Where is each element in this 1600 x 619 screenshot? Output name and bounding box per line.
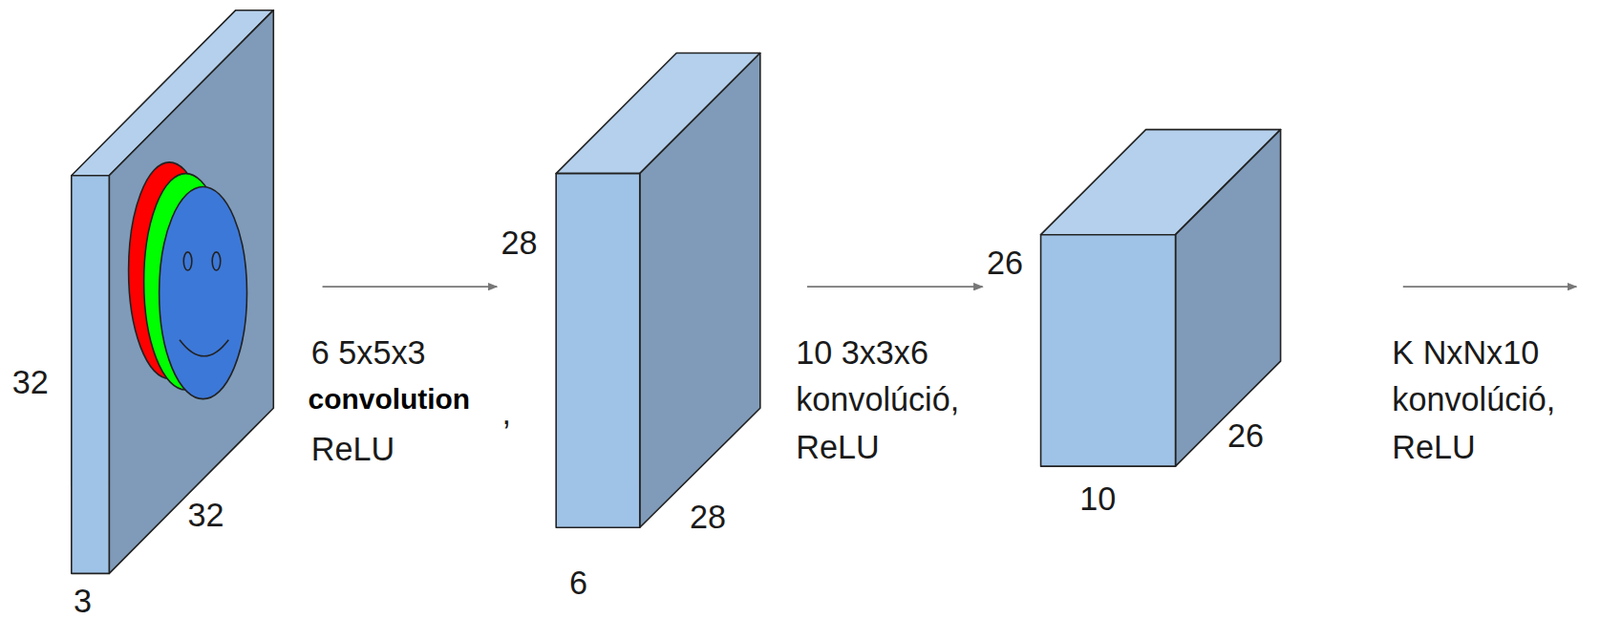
operation-label: ReLU	[311, 425, 395, 472]
operation-label: ,	[502, 389, 512, 437]
dimension-label: 32	[188, 491, 225, 539]
operation-label: convolution	[305, 376, 472, 424]
dimension-label: 6	[569, 558, 588, 606]
flow-arrow	[322, 285, 1578, 288]
dimension-label: 28	[689, 493, 726, 541]
operation-label: 10 3x3x6 konvolúció, ReLU	[795, 329, 1001, 470]
input-volume	[71, 10, 275, 575]
dimension-label: 28	[500, 219, 537, 267]
operation-label: 6 5x5x3	[311, 329, 427, 377]
dimension-label: 3	[73, 577, 92, 619]
dimension-label: 26	[986, 239, 1024, 287]
smiley-image	[128, 162, 248, 400]
dimension-label: 10	[1079, 475, 1116, 523]
operation-label: K NxNx10 konvolúció, ReLU	[1391, 329, 1597, 470]
feature-volume	[555, 53, 761, 529]
dimension-label: 32	[12, 359, 49, 406]
dimension-label: 26	[1227, 412, 1264, 460]
feature-volume	[1041, 129, 1281, 468]
